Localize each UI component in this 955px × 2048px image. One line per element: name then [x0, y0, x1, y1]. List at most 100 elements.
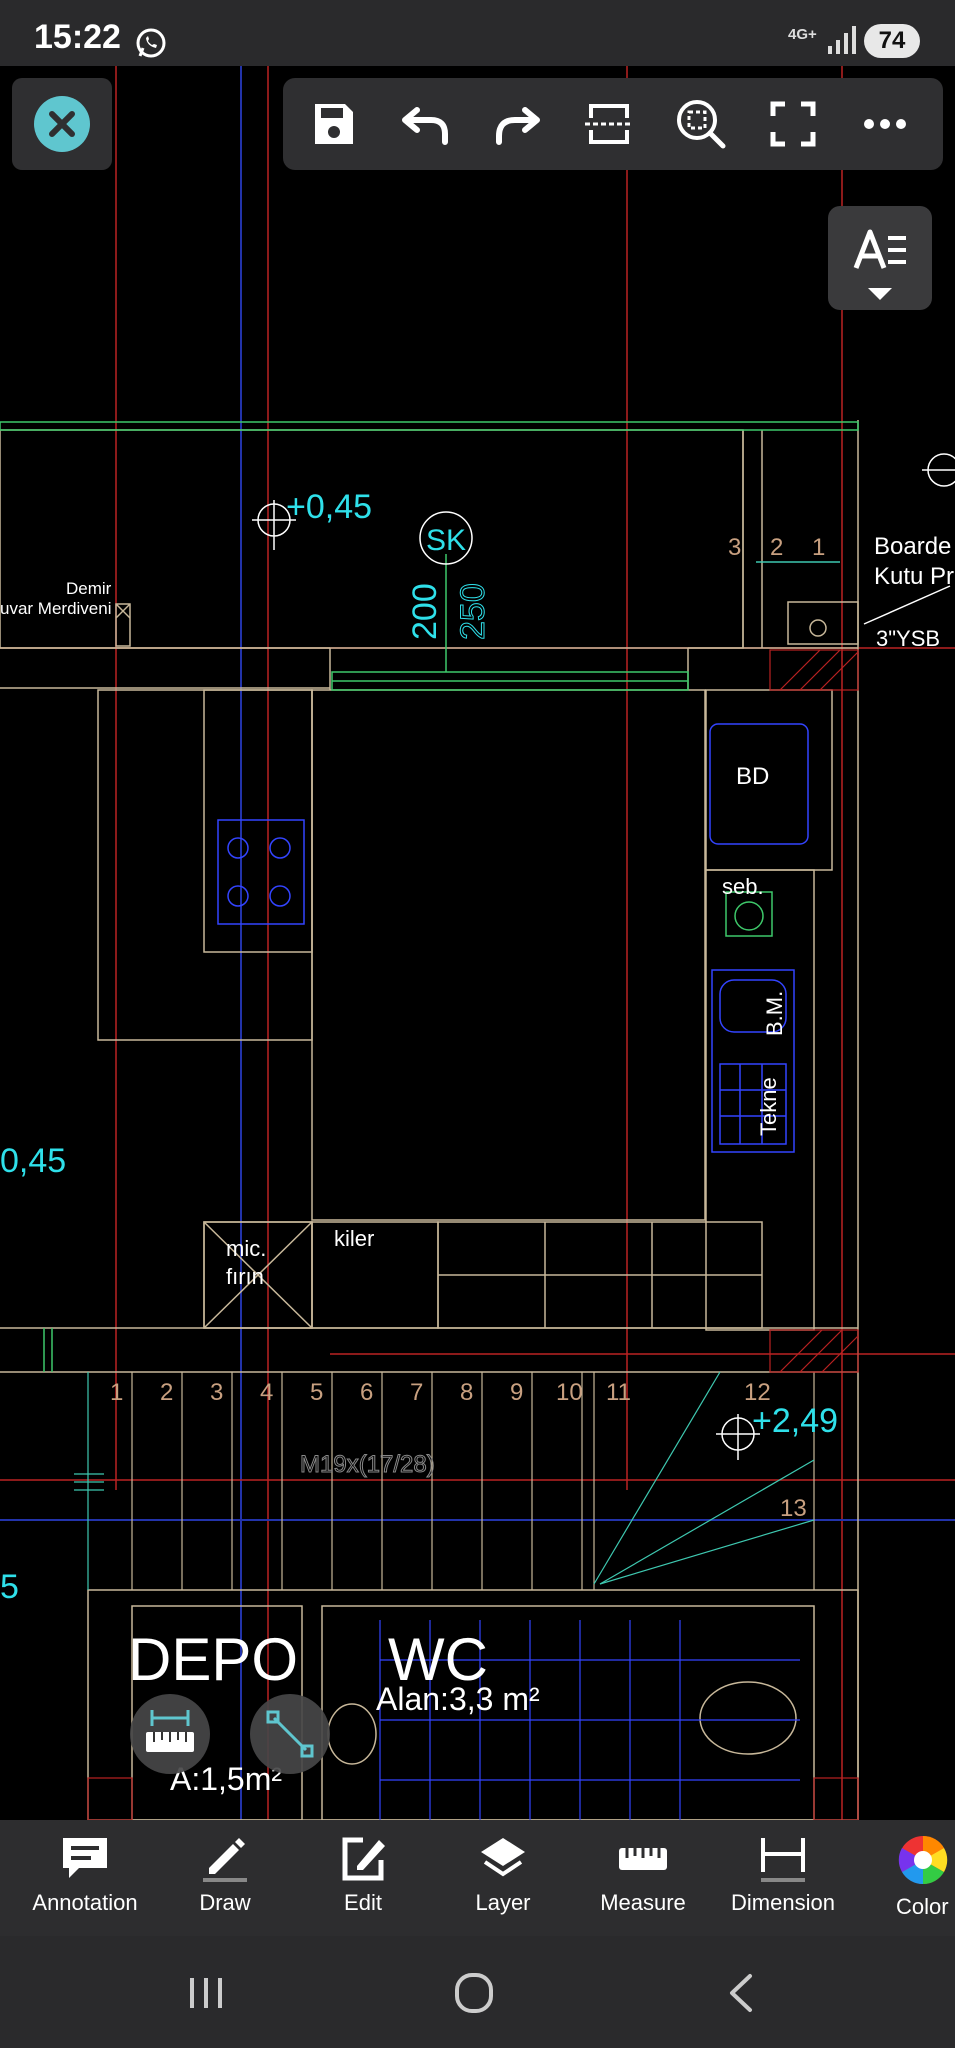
back-icon — [730, 1974, 752, 2012]
elevation-markers — [252, 453, 955, 1460]
elevation-label: +0,45 — [286, 488, 372, 526]
drawing-label: kiler — [334, 1226, 374, 1251]
step-number: 12 — [744, 1379, 771, 1406]
bottom-toolbar: Annotation Draw Edit Layer Me — [0, 1820, 955, 1936]
close-panel — [12, 78, 112, 170]
back-button[interactable] — [712, 1966, 772, 2020]
save-button[interactable] — [303, 94, 363, 154]
stair-step-number: 10 — [556, 1379, 583, 1406]
dimension-label: 250 — [454, 583, 492, 640]
stair-step-number: 5 — [310, 1379, 323, 1406]
step-number: 2 — [770, 534, 783, 561]
measure-icon — [619, 1848, 667, 1870]
dimension-icon — [761, 1838, 805, 1882]
stair-label: M19x(17/28) — [300, 1451, 435, 1478]
stair-step-numbers: 1 2 3 4 5 6 7 8 9 10 11 — [110, 1379, 631, 1406]
dimension-label: 200 — [406, 583, 444, 640]
step-number: 1 — [812, 534, 825, 561]
grid-lines — [0, 66, 955, 1820]
dimension-label: Dimension — [731, 1890, 835, 1915]
whatsapp-icon — [136, 28, 166, 58]
elevation-label: 0,45 — [0, 1142, 66, 1180]
step-number: 3 — [728, 534, 741, 561]
signal-icon — [828, 26, 856, 54]
layer-button[interactable]: Layer — [438, 1834, 568, 1934]
quick-line-button[interactable] — [250, 1694, 330, 1774]
system-nav-bar — [0, 1936, 955, 2048]
drawing-label: BD — [736, 763, 769, 790]
fullscreen-icon — [770, 101, 816, 147]
measure-label: Measure — [600, 1890, 686, 1915]
drawing-label: 5 — [0, 1568, 19, 1606]
annotation-icon — [63, 1838, 107, 1878]
drawing-label: mic. — [226, 1236, 266, 1261]
elevation-label: +2,49 — [752, 1402, 838, 1440]
drawing-label: fırın — [226, 1264, 264, 1289]
stair-step-number: 9 — [510, 1379, 523, 1406]
home-icon — [455, 1973, 493, 2013]
undo-icon — [402, 107, 448, 145]
redo-icon — [496, 107, 540, 145]
measure-button[interactable]: Measure — [578, 1834, 708, 1934]
room-name: DEPO — [128, 1626, 298, 1693]
text-style-button[interactable] — [828, 206, 932, 310]
step-number: 13 — [780, 1495, 807, 1522]
color-label: Color — [896, 1894, 949, 1919]
drawing-label: 3"YSB — [876, 626, 940, 651]
drawing-label: uvar Merdiveni — [0, 599, 112, 618]
more-button[interactable] — [855, 94, 915, 154]
stair-step-number: 8 — [460, 1379, 473, 1406]
color-button[interactable]: Color — [858, 1834, 955, 1934]
dimension-button[interactable]: Dimension — [718, 1834, 848, 1934]
stair-step-number: 4 — [260, 1379, 273, 1406]
battery-level: 74 — [864, 24, 920, 58]
stairs — [74, 1371, 815, 1590]
drawing-label: Kutu Pr — [874, 563, 954, 590]
walls — [0, 420, 859, 1820]
stair-step-number: 11 — [606, 1379, 631, 1406]
edit-label: Edit — [344, 1890, 382, 1915]
fullscreen-button[interactable] — [763, 94, 823, 154]
text-format-icon — [853, 229, 906, 300]
stair-step-number: 7 — [410, 1379, 423, 1406]
drawing-label: Demir — [66, 579, 112, 598]
layer-label: Layer — [475, 1890, 531, 1915]
edit-button[interactable]: Edit — [298, 1834, 428, 1934]
draw-icon — [203, 1838, 247, 1882]
edit-icon — [342, 1837, 385, 1881]
drawing-label: seb. — [722, 874, 764, 899]
section-marker-label: SK — [426, 524, 466, 557]
save-icon — [315, 104, 353, 144]
undo-button[interactable] — [395, 94, 455, 154]
glazing — [0, 421, 859, 1372]
drawing-canvas[interactable]: +0,45 0,45 +2,49 SK 200 250 Demir uvar M… — [0, 66, 955, 1820]
top-toolbar — [283, 78, 943, 170]
close-icon — [49, 111, 75, 137]
stair-step-number: 2 — [160, 1379, 173, 1406]
stair-step-number: 6 — [360, 1379, 373, 1406]
fixtures — [115, 554, 951, 1820]
color-icon — [898, 1835, 948, 1885]
status-bar: 15:22 4G+ 74 — [0, 0, 955, 66]
redo-button[interactable] — [487, 94, 547, 154]
draw-button[interactable]: Draw — [160, 1834, 290, 1934]
section-view-button[interactable] — [579, 94, 639, 154]
line-tool-icon — [266, 1710, 314, 1758]
zoom-window-icon — [677, 100, 726, 149]
annotation-button[interactable]: Annotation — [20, 1834, 150, 1934]
network-type: 4G+ — [788, 26, 817, 43]
clock: 15:22 — [34, 18, 121, 56]
zoom-window-button[interactable] — [671, 94, 731, 154]
recent-apps-button[interactable] — [176, 1966, 236, 2020]
home-button[interactable] — [444, 1966, 504, 2020]
quick-measure-button[interactable] — [130, 1694, 210, 1774]
layer-icon — [481, 1838, 525, 1877]
stair-step-number: 3 — [210, 1379, 223, 1406]
hatch — [87, 649, 859, 1820]
room-name: WC — [388, 1626, 488, 1693]
close-button[interactable] — [34, 96, 90, 152]
room-area: Alan:3,3 m² — [376, 1681, 540, 1717]
stair-step-number: 1 — [110, 1379, 123, 1406]
more-icon — [864, 119, 906, 129]
drawing-label: B.M. — [762, 991, 787, 1036]
